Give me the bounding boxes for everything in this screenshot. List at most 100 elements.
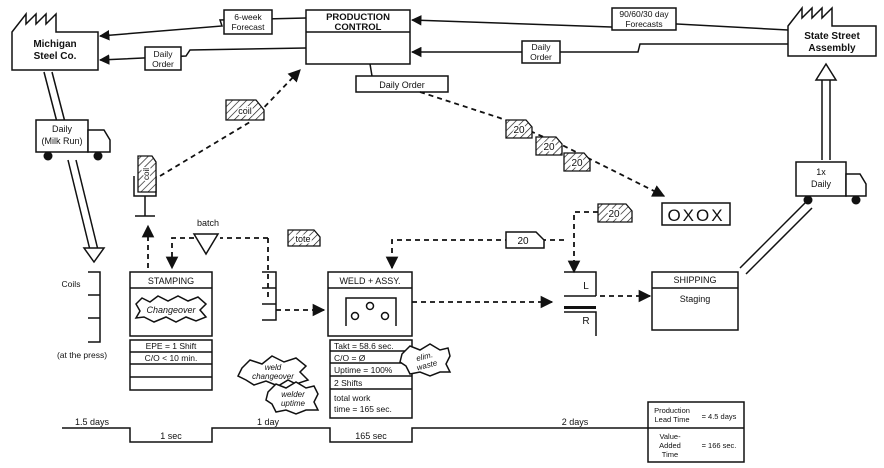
post-kanban-label: 20 xyxy=(517,236,529,247)
coil-to-production-control-arrow xyxy=(159,69,301,177)
lead-time-label-line2: Lead Time xyxy=(654,415,689,424)
welder-uptime-line1: welder xyxy=(281,390,305,399)
weld-work-line1: total work xyxy=(334,393,371,403)
timeline: 1.5 days 1 day 2 days 1 sec 165 sec xyxy=(62,417,648,443)
weld-work-line2: time = 165 sec. xyxy=(334,404,392,414)
daily-order-customer-line1: Daily xyxy=(532,42,552,52)
stamping-data-row-1: EPE = 1 Shift xyxy=(146,341,197,351)
shipping-process: SHIPPING Staging xyxy=(651,271,739,331)
outbound-truck-line2: Daily xyxy=(811,179,832,189)
weld-data-row-1: Takt = 58.6 sec. xyxy=(334,341,394,351)
daily-order-customer-line2: Order xyxy=(530,52,552,62)
weld-changeover-line2: changeover xyxy=(252,372,294,381)
stamping-title: STAMPING xyxy=(148,276,194,286)
inbound-truck-icon: Daily (Milk Run) xyxy=(35,119,111,161)
stamping-supermarket xyxy=(262,271,277,321)
weld-changeover-line1: weld xyxy=(265,363,282,372)
withdrawal-kanban-1: 20 xyxy=(505,119,533,139)
weld-data-row-4: 2 Shifts xyxy=(334,378,362,388)
va-label-line1: Value- xyxy=(659,432,681,441)
forecast-customer-label: 90/60/30 day Forecasts xyxy=(611,7,677,31)
welder-uptime-kaizen: welder uptime xyxy=(265,381,320,415)
lead-time-label-line1: Production xyxy=(654,406,690,415)
withdrawal-kanban-2: 20 xyxy=(535,136,563,156)
coils-label: Coils xyxy=(62,279,81,289)
weld-changeover-kaizen: weld changeover xyxy=(236,355,310,387)
shipping-title: SHIPPING xyxy=(673,275,716,285)
load-leveling-kanban-label: 20 xyxy=(608,209,620,220)
customer-factory: State Street Assembly xyxy=(787,5,877,57)
changeover-kaizen-label: Changeover xyxy=(146,305,196,315)
batch-signal: batch xyxy=(192,218,220,256)
withdrawal-kanban-3: 20 xyxy=(563,152,591,172)
coil-kanban-post: coil xyxy=(133,155,157,217)
tote-kanban: tote xyxy=(287,229,321,247)
outbound-truck-line1: 1x xyxy=(816,167,826,177)
va-label-line2: Added xyxy=(659,441,681,450)
post-kanban-card: 20 xyxy=(505,231,545,249)
production-control-title-line2: CONTROL xyxy=(335,22,382,33)
changeover-kaizen-burst: Changeover xyxy=(134,295,208,323)
coil-signal-label: coil xyxy=(238,106,252,116)
production-control-title-line1: PRODUCTION xyxy=(326,12,390,23)
forecast-customer-line1: 90/60/30 day xyxy=(619,9,669,19)
welder-uptime-line2: uptime xyxy=(281,399,306,408)
shipping-subtitle: Staging xyxy=(680,294,711,304)
outbound-shipment-arrow xyxy=(739,62,838,275)
coils-supermarket: Coils (at the press) xyxy=(57,271,107,360)
batch-label: batch xyxy=(197,218,219,228)
forecast-customer-line2: Forecasts xyxy=(625,19,662,29)
weld-title: WELD + ASSY. xyxy=(339,276,400,286)
elim-waste-kaizen: elim. waste xyxy=(399,343,452,377)
lead-time-value: = 4.5 days xyxy=(702,412,737,421)
va-value: = 166 sec. xyxy=(702,441,737,450)
inbound-truck-line2: (Milk Run) xyxy=(41,136,82,146)
daily-order-to-leveling-arrow xyxy=(419,91,666,197)
weld-data-row-2: C/O = Ø xyxy=(334,353,366,363)
stamping-data-row-2: C/O < 10 min. xyxy=(145,353,198,363)
batch-to-stamping-arrow xyxy=(165,237,194,270)
daily-order-customer-label: Daily Order xyxy=(521,40,561,64)
stamping-data-box: EPE = 1 Shift C/O < 10 min. xyxy=(129,339,213,391)
supplier-factory: Michigan Steel Co. xyxy=(11,11,99,71)
outbound-truck-icon: 1x Daily xyxy=(795,161,867,205)
lead-time-1: 1.5 days xyxy=(75,417,110,427)
supplier-name-line2: Steel Co. xyxy=(34,51,77,62)
lead-time-3: 2 days xyxy=(562,417,589,427)
info-flow-lines xyxy=(98,15,789,65)
daily-order-supplier-line1: Daily xyxy=(154,49,174,59)
weld-data-row-3: Uptime = 100% xyxy=(334,365,393,375)
coil-signal-kanban: coil xyxy=(225,99,265,121)
forecast-supplier-line2: Forecast xyxy=(231,22,265,32)
va-label-line3: Time xyxy=(662,450,678,459)
forecast-supplier-line1: 6-week xyxy=(234,12,262,22)
load-leveling-kanban: 20 xyxy=(597,203,633,223)
process-time-1: 1 sec xyxy=(160,431,182,441)
withdrawal-kanban-1-label: 20 xyxy=(513,125,525,136)
at-press-label: (at the press) xyxy=(57,350,107,360)
load-leveling-box: OXOX xyxy=(661,202,731,226)
daily-order-supplier-line2: Order xyxy=(152,59,174,69)
inbound-truck-line1: Daily xyxy=(52,124,73,134)
lane-l-label: L xyxy=(583,281,589,292)
daily-order-box: Daily Order xyxy=(355,63,449,93)
customer-name-line2: Assembly xyxy=(808,43,856,54)
tote-label: tote xyxy=(295,234,310,244)
withdrawal-kanban-2-label: 20 xyxy=(543,142,555,153)
elim-waste-line1: elim. xyxy=(415,350,434,363)
withdrawal-kanban-3-label: 20 xyxy=(571,158,583,169)
weld-assembly-process: WELD + ASSY. xyxy=(327,271,413,337)
daily-order-box-label: Daily Order xyxy=(379,80,425,90)
weld-data-box: Takt = 58.6 sec. C/O = Ø Uptime = 100% 2… xyxy=(329,339,413,419)
process-time-2: 165 sec xyxy=(355,431,387,441)
forecast-supplier-label: 6-week Forecast xyxy=(223,9,273,35)
coil-post-label: coil xyxy=(142,168,151,180)
lane-r-label: R xyxy=(582,316,589,327)
daily-order-supplier-label: Daily Order xyxy=(144,46,182,71)
lead-time-2: 1 day xyxy=(257,417,280,427)
production-control: PRODUCTION CONTROL xyxy=(305,9,411,65)
inbound-shipment-arrow xyxy=(43,71,106,264)
supplier-name-line1: Michigan xyxy=(33,39,76,50)
load-leveling-box-label: OXOX xyxy=(667,206,724,225)
